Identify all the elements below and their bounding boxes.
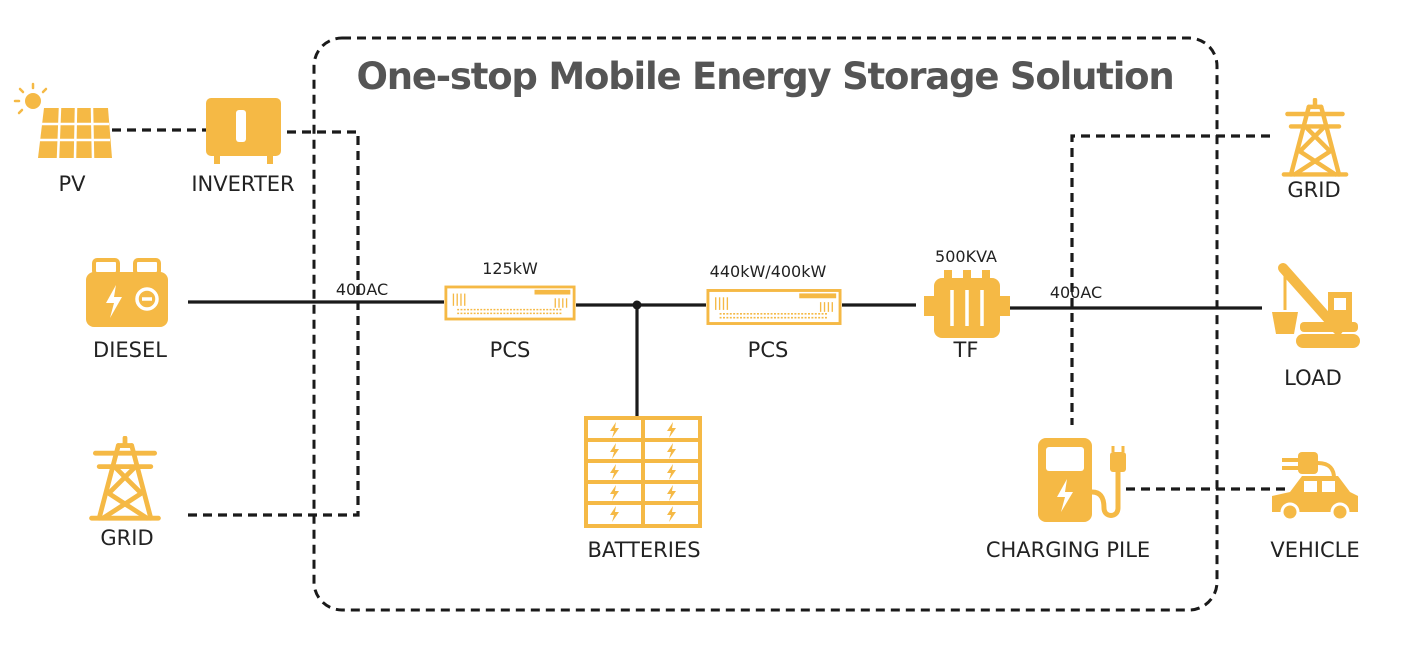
tf-rating: 500KVA bbox=[935, 247, 997, 266]
vehicle-label: VEHICLE bbox=[1270, 538, 1360, 562]
transformer-icon bbox=[924, 270, 1010, 338]
page-title: One-stop Mobile Energy Storage Solution bbox=[356, 55, 1174, 98]
pcs-cabinet-icon bbox=[706, 288, 842, 326]
bus-left-voltage: 400AC bbox=[335, 280, 389, 299]
transmission-tower-icon bbox=[1284, 100, 1346, 175]
inverter-grid-link bbox=[188, 130, 360, 517]
charging-pile-icon bbox=[1038, 438, 1126, 522]
grid-left-label: GRID bbox=[100, 526, 154, 550]
pcs-right-rating: 440kW/400kW bbox=[709, 262, 827, 281]
inverter-label: INVERTER bbox=[191, 172, 295, 196]
tf-label: TF bbox=[953, 338, 979, 362]
pcs-right-label: PCS bbox=[747, 338, 789, 362]
electric-car-icon bbox=[1272, 452, 1358, 522]
pv-label: PV bbox=[58, 172, 86, 196]
charging-pile-label: CHARGING PILE bbox=[985, 538, 1151, 562]
bus-junction bbox=[632, 300, 642, 310]
batteries-label: BATTERIES bbox=[587, 538, 701, 562]
solar-panel-icon bbox=[13, 82, 112, 159]
pcs-left-label: PCS bbox=[489, 338, 531, 362]
load-label: LOAD bbox=[1284, 366, 1342, 390]
battery-rack-icon bbox=[584, 416, 702, 528]
crane-icon bbox=[1272, 263, 1360, 348]
diesel-label: DIESEL bbox=[93, 338, 167, 362]
diesel-generator-icon bbox=[86, 258, 168, 327]
bus-right-voltage: 400AC bbox=[1049, 283, 1103, 302]
pcs-cabinet-icon bbox=[444, 285, 576, 321]
grid-charging-link bbox=[1070, 134, 1270, 425]
grid-right-label: GRID bbox=[1287, 178, 1341, 202]
transmission-tower-icon bbox=[92, 438, 159, 518]
pcs-left-rating: 125kW bbox=[482, 259, 538, 278]
system-boundary bbox=[312, 36, 1219, 612]
inverter-icon bbox=[206, 98, 281, 164]
